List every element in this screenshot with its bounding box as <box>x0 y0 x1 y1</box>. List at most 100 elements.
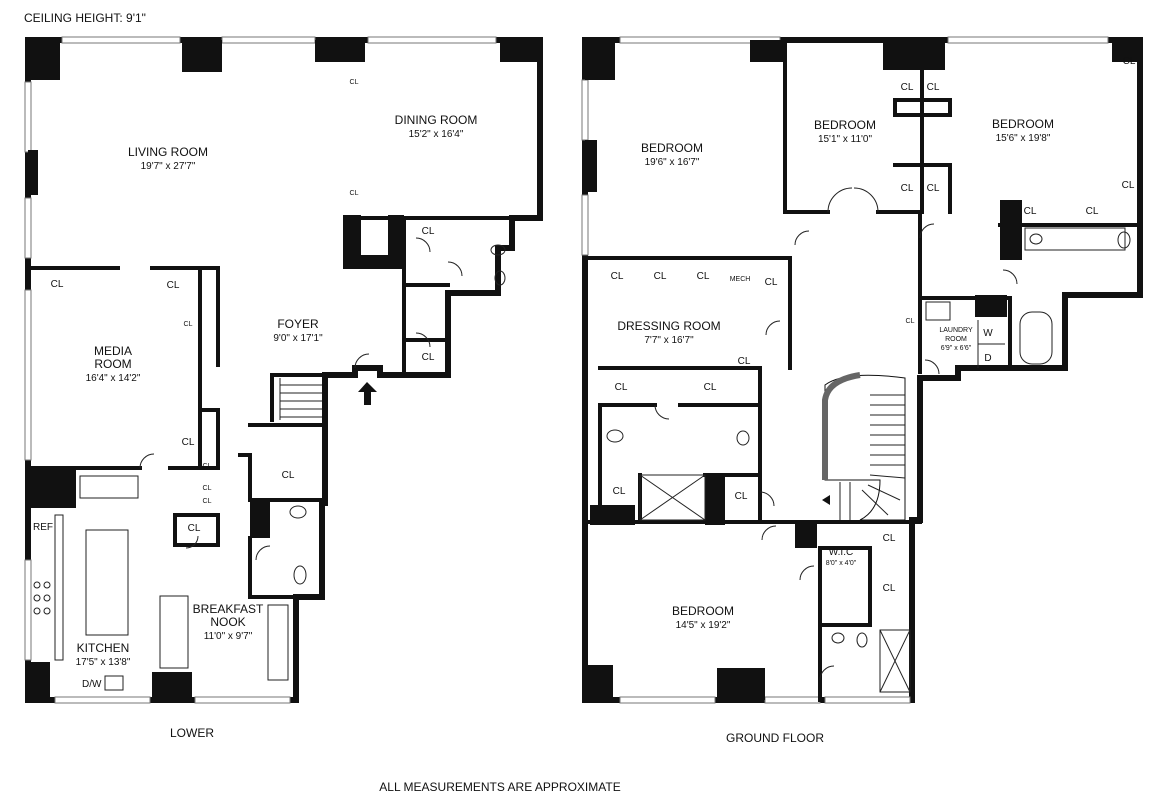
closet-label-small: CL <box>906 318 915 325</box>
vanity-counter <box>1024 227 1126 251</box>
ground-floor-caption: GROUND FLOOR <box>726 731 824 745</box>
ground-column <box>717 668 765 700</box>
closet-label: CL <box>422 352 435 363</box>
sink-icon <box>490 244 506 256</box>
dressing-room-dimensions: 7'7" x 16'7" <box>644 335 694 346</box>
laundry-sink <box>925 301 951 321</box>
media-room-label-2: ROOM <box>94 357 131 371</box>
ground-stair-outline <box>824 374 906 521</box>
lower-wall-block <box>343 215 361 267</box>
lower-window <box>54 696 151 704</box>
wic-dimensions: 8'0" x 4'0" <box>826 560 857 567</box>
ground-window <box>619 696 716 704</box>
lower-window <box>24 289 32 461</box>
closet-label: CL <box>1024 206 1037 217</box>
lower-column <box>28 662 50 700</box>
lower-window <box>24 81 32 153</box>
lower-column <box>315 40 365 62</box>
closet-label: CL <box>611 271 624 282</box>
stair-arrow-icon <box>822 495 830 505</box>
ground-wall-block <box>1000 200 1022 260</box>
breakfast-nook-dimensions: 11'0" x 9'7" <box>204 631 253 642</box>
kitchen-sink <box>104 675 124 691</box>
media-room-dimensions: 16'4" x 14'2" <box>86 373 141 384</box>
closet-label: CL <box>735 491 748 502</box>
dryer-label: D <box>984 353 991 364</box>
ground-column <box>883 40 945 70</box>
lower-column <box>28 40 60 80</box>
lower-column <box>28 470 76 508</box>
closet-label: CL <box>51 279 64 290</box>
mech-label: MECH <box>730 276 751 283</box>
closet-label-small: CL <box>203 498 212 505</box>
closet-label: CL <box>167 280 180 291</box>
wic-label: W.I.C <box>829 547 853 558</box>
sink-icon <box>1029 233 1043 245</box>
toilet-icon <box>606 429 624 443</box>
closet-label: CL <box>927 183 940 194</box>
closet-label: CL <box>282 470 295 481</box>
lower-window <box>221 36 316 44</box>
closet-label: CL <box>615 382 628 393</box>
lower-stairs <box>279 378 322 420</box>
breakfast-nook-label: BREAKFAST <box>193 602 264 616</box>
toilet-icon <box>856 632 868 648</box>
foyer-dimensions: 9'0" x 17'1" <box>273 333 323 344</box>
ground-wall-block <box>795 522 817 548</box>
ground-window <box>947 36 1109 44</box>
closet-label: CL <box>613 486 626 497</box>
shower-stall <box>639 474 706 521</box>
lower-column <box>182 40 222 72</box>
door-swings <box>139 237 463 561</box>
media-room-label: MEDIA <box>94 344 132 358</box>
dining-room-dimensions: 15'2" x 16'4" <box>409 129 464 140</box>
lower-column <box>500 40 540 62</box>
closet-label: CL <box>765 277 778 288</box>
bedroom-2-dimensions: 15'1" x 11'0" <box>818 134 873 145</box>
closet-label: CL <box>704 382 717 393</box>
bedroom-1-dimensions: 19'6" x 16'7" <box>645 157 700 168</box>
lower-window <box>367 36 497 44</box>
dishwasher-label: D/W <box>82 679 102 690</box>
stovetop-icon <box>33 581 51 615</box>
lower-wall-block <box>250 500 270 538</box>
closet-label: CL <box>883 583 896 594</box>
ground-exterior-wall <box>582 37 1143 703</box>
ground-window <box>581 194 589 256</box>
ground-column <box>585 40 615 80</box>
lower-column <box>152 672 192 700</box>
ground-column <box>585 140 597 192</box>
stair-railing <box>822 372 861 480</box>
living-room-dimensions: 19'7" x 27'7" <box>141 161 196 172</box>
lower-floor-plan <box>24 36 543 704</box>
lower-window <box>194 696 291 704</box>
closet-label: CL <box>738 356 751 367</box>
bedroom-3-dimensions: 15'6" x 19'8" <box>996 133 1051 144</box>
kitchen-dimensions: 17'5" x 13'8" <box>76 657 131 668</box>
closet-label-small: CL <box>350 79 359 86</box>
closet-label: CL <box>901 82 914 93</box>
lower-interior-wall <box>26 216 514 599</box>
ground-wall-block <box>975 295 1007 317</box>
closet-label: CL <box>1086 206 1099 217</box>
kitchen-label: KITCHEN <box>77 641 130 655</box>
closet-label: CL <box>654 271 667 282</box>
closet-label: CL <box>1123 56 1136 67</box>
closet-label: CL <box>927 82 940 93</box>
bedroom-3-label: BEDROOM <box>992 117 1054 131</box>
lower-column <box>28 150 38 195</box>
kitchen-counter <box>54 514 64 661</box>
toilet-icon <box>494 270 506 286</box>
bedroom-2-label: BEDROOM <box>814 118 876 132</box>
dining-room-label: DINING ROOM <box>395 113 478 127</box>
ground-column <box>750 40 785 62</box>
nook-banquette <box>267 604 289 681</box>
foyer-label: FOYER <box>277 317 319 331</box>
lower-floor-caption: LOWER <box>170 726 214 740</box>
laundry-room-label: LAUNDRY <box>939 327 973 334</box>
bedroom-4-label: BEDROOM <box>672 604 734 618</box>
ground-window <box>581 79 589 141</box>
ground-column <box>585 665 613 700</box>
ground-window <box>824 696 911 704</box>
